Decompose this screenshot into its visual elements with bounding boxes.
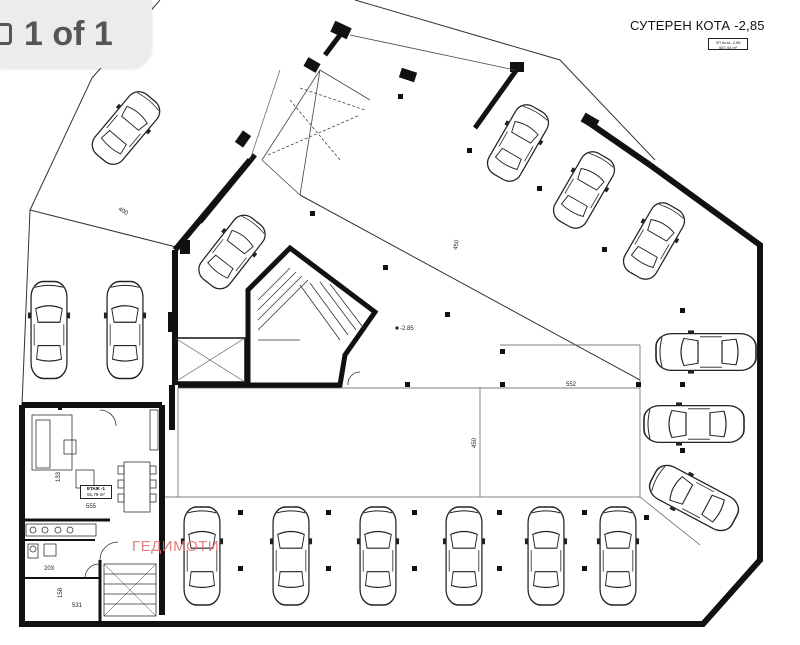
car	[180, 506, 224, 606]
dim-552-label: 552	[566, 382, 577, 388]
dim-531-label: 531	[72, 603, 83, 609]
interior-thick-walls	[198, 33, 523, 224]
dim-450-label: 450	[472, 437, 478, 448]
room-tag-line-2: 51,79 m²	[87, 492, 105, 497]
car	[442, 506, 486, 606]
car	[655, 329, 757, 375]
room-tag-line-1: ЕТАЖ -1	[86, 486, 106, 491]
car	[27, 280, 71, 380]
watermark: ГЕДИМОТИ	[132, 538, 220, 555]
dim-555-label: 555	[86, 504, 97, 510]
plan-title: СУТЕРЕН КОТА -2,85	[630, 18, 765, 33]
parking-grid	[165, 344, 701, 546]
room-tag: ЕТАЖ -1 51,79 m²	[80, 485, 112, 499]
car	[642, 457, 746, 539]
car	[479, 98, 557, 188]
level-mark: -2.85	[400, 326, 414, 332]
checkbox-icon[interactable]	[0, 23, 12, 45]
stamp-line-2: 567,44 m²	[718, 45, 737, 50]
apartment-unit	[22, 405, 159, 624]
car	[643, 401, 745, 447]
page-counter-badge[interactable]: 1 of 1	[0, 0, 152, 68]
stair-core	[174, 244, 379, 388]
car	[615, 196, 693, 286]
dim-133-label: 133	[56, 471, 62, 482]
ramp	[249, 34, 516, 196]
columns	[238, 94, 685, 571]
dimension-labels: 400 450 552 450 555 203 531 158 133 -2.8…	[44, 207, 577, 609]
car	[269, 506, 313, 606]
dim-ramp-label: 400	[117, 207, 129, 218]
stamp-line-1: ЗП Кота -2,85	[715, 40, 741, 45]
car	[596, 506, 640, 606]
dim-158-label: 158	[58, 587, 64, 598]
car	[84, 83, 168, 173]
level-mark-icon	[395, 326, 399, 330]
car	[524, 506, 568, 606]
car	[103, 280, 147, 380]
car	[356, 506, 400, 606]
dim-center-label: 450	[453, 239, 461, 251]
dim-203-label: 203	[44, 566, 55, 572]
title-stamp: ЗП Кота -2,85 567,44 m²	[708, 38, 748, 50]
car	[545, 145, 623, 235]
page-counter: 1 of 1	[24, 14, 113, 53]
